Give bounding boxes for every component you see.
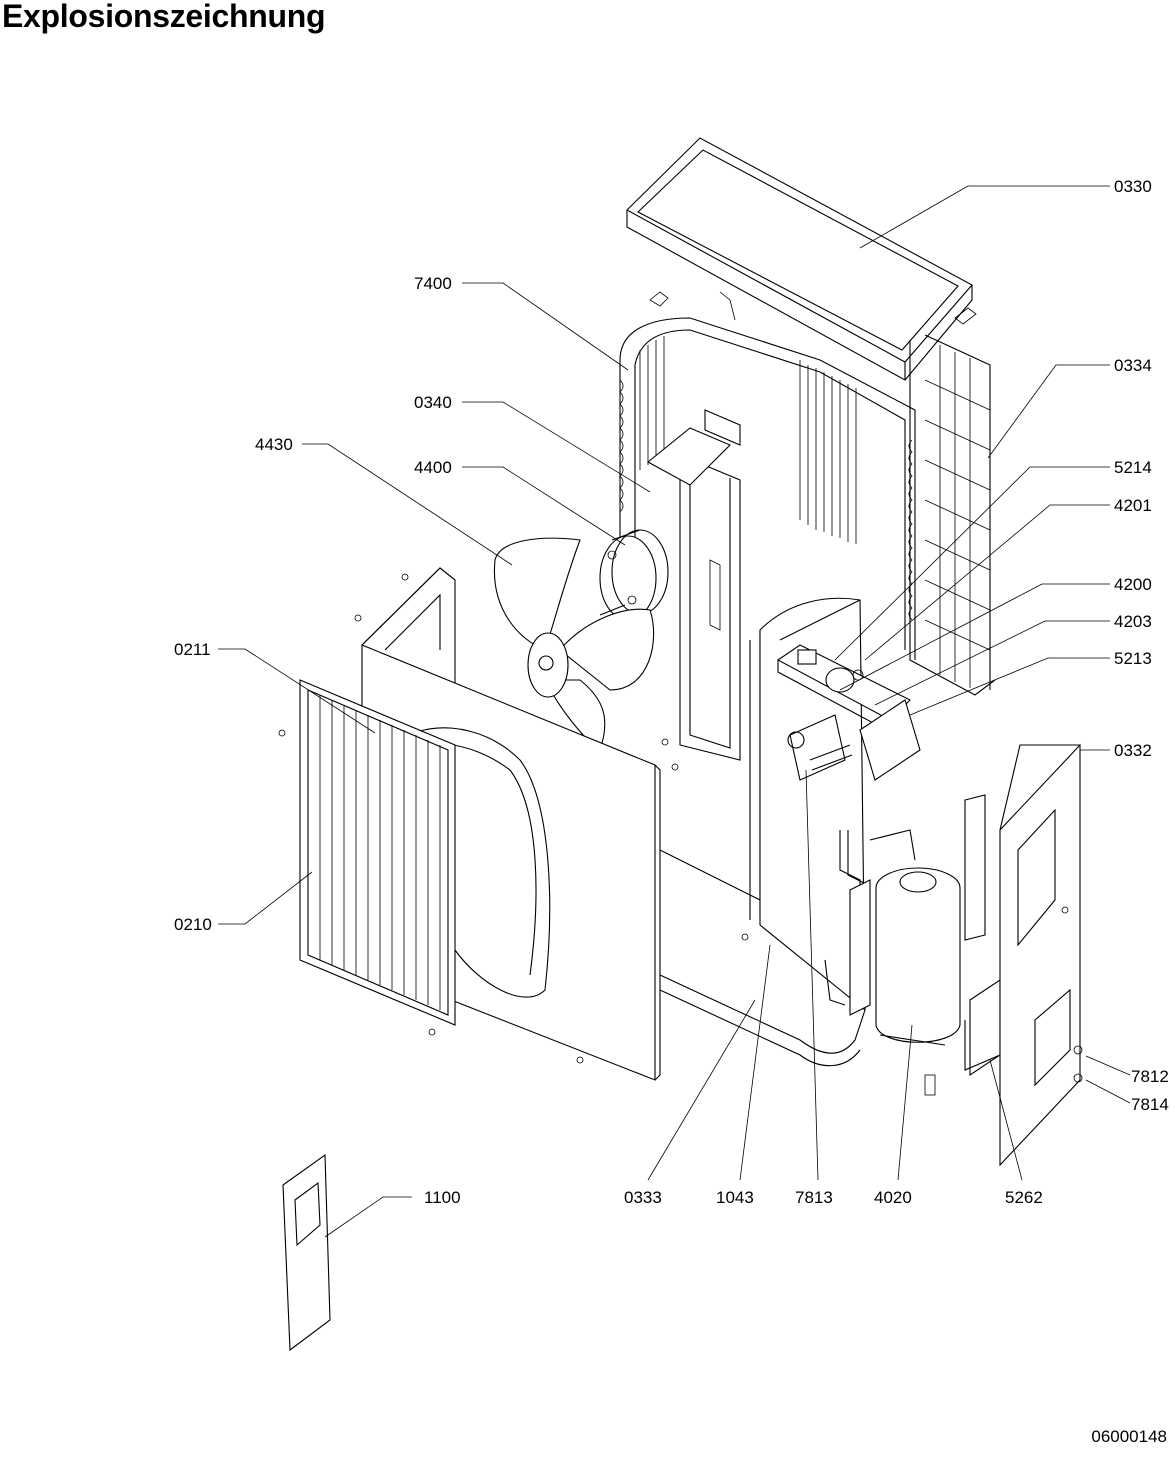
label-0210: 0210 bbox=[174, 915, 212, 934]
heat-exchanger-coil bbox=[619, 291, 916, 660]
label-4203: 4203 bbox=[1114, 612, 1152, 631]
label-4020: 4020 bbox=[874, 1188, 912, 1207]
side-cover bbox=[999, 743, 1083, 1167]
label-4201: 4201 bbox=[1114, 496, 1152, 515]
electrical-control-box bbox=[776, 644, 921, 781]
top-cover-part bbox=[626, 137, 977, 381]
service-valve bbox=[787, 714, 853, 781]
part-labels: 0330 7400 0334 0340 4430 4400 5214 4201 … bbox=[174, 177, 1169, 1207]
label-0330: 0330 bbox=[1114, 177, 1152, 196]
label-7814: 7814 bbox=[1131, 1095, 1169, 1114]
fan-motor bbox=[599, 529, 669, 621]
label-7812: 7812 bbox=[1131, 1067, 1169, 1086]
label-7400: 7400 bbox=[414, 274, 452, 293]
motor-bracket bbox=[647, 409, 741, 761]
front-grille bbox=[299, 679, 456, 1026]
compressor-bracket bbox=[964, 978, 1001, 1077]
label-0334: 0334 bbox=[1114, 356, 1152, 375]
refrigerant-piping bbox=[824, 794, 986, 1016]
label-0333: 0333 bbox=[624, 1188, 662, 1207]
label-4430: 4430 bbox=[255, 435, 293, 454]
label-5214: 5214 bbox=[1114, 458, 1152, 477]
leader-lines bbox=[218, 185, 1131, 1238]
label-5213: 5213 bbox=[1114, 649, 1152, 668]
side-panel-frame bbox=[909, 334, 996, 696]
label-7813: 7813 bbox=[795, 1188, 833, 1207]
label-1043: 1043 bbox=[716, 1188, 754, 1207]
label-0211: 0211 bbox=[174, 640, 211, 659]
page-title: Explosionszeichnung bbox=[2, 0, 326, 34]
label-5262: 5262 bbox=[1005, 1188, 1043, 1207]
screws bbox=[278, 573, 1069, 1064]
handle-cover bbox=[282, 1153, 331, 1352]
label-0332: 0332 bbox=[1114, 741, 1152, 760]
document-number: 06000148 bbox=[1091, 1427, 1167, 1446]
label-4200: 4200 bbox=[1114, 575, 1152, 594]
label-4400: 4400 bbox=[414, 458, 452, 477]
label-0340: 0340 bbox=[414, 393, 452, 412]
label-1100: 1100 bbox=[424, 1188, 461, 1207]
compressor bbox=[875, 867, 961, 1096]
fan-propeller bbox=[493, 537, 655, 751]
